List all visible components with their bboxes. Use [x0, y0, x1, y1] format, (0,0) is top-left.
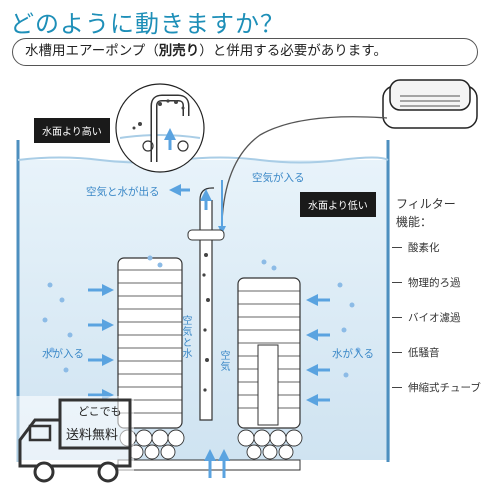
feature-bio-filtration: バイオ濾過	[408, 312, 461, 324]
water-surface	[17, 156, 389, 164]
air-tube	[221, 116, 388, 223]
feature-dash	[392, 387, 402, 388]
air-and-water-vertical-label: 空気と水	[180, 315, 191, 359]
zoom-circle	[115, 83, 205, 173]
feature-dash	[392, 352, 402, 353]
badge-bottom-text: 送料無料	[66, 428, 119, 443]
right-sponge	[237, 277, 301, 429]
air-vertical-label: 空気	[218, 350, 229, 372]
lift-tube	[187, 187, 225, 421]
water-in-right-label: 水が入る	[332, 348, 374, 360]
air-pump-icon	[382, 79, 478, 129]
truck-wheel	[33, 461, 55, 483]
subtitle-after: ）と併用する必要があります。	[199, 43, 387, 59]
feature-dash	[392, 247, 402, 248]
badge-top-text: どこでも	[78, 405, 122, 418]
subtitle-before: 水槽用エアーポンプ（	[25, 43, 159, 59]
bio-balls	[119, 429, 303, 460]
features-heading: フィルター機能：	[396, 195, 456, 231]
above-water-tag: 水面より高い	[34, 118, 110, 143]
below-water-tag: 水面より低い	[300, 192, 376, 217]
feature-physical-filtration: 物理的ろ過	[408, 277, 461, 289]
feature-low-noise: 低騒音	[408, 347, 440, 359]
feature-telescopic-tube: 伸縮式チューブ	[408, 382, 481, 394]
subtitle-emphasis: 別売り	[158, 43, 200, 59]
feature-dash	[392, 282, 402, 283]
shipping-badge	[4, 396, 134, 483]
feature-dash	[392, 317, 402, 318]
features-heading-line1: フィルター	[396, 197, 456, 211]
features-heading-line2: 機能：	[396, 215, 433, 229]
air-in-label: 空気が入る	[252, 172, 305, 184]
air-water-out-label: 空気と水が出る	[86, 186, 160, 198]
water-droplets	[42, 255, 361, 378]
water-in-left-label: 水が入る	[42, 348, 84, 360]
page-title: どのように動きますか？	[10, 10, 285, 38]
subtitle: 水槽用エアーポンプ（別売り）と併用する必要があります。	[12, 38, 478, 66]
left-sponge	[117, 257, 183, 429]
water-flow-arrows	[88, 184, 330, 478]
feature-oxygenation: 酸素化	[408, 242, 440, 254]
